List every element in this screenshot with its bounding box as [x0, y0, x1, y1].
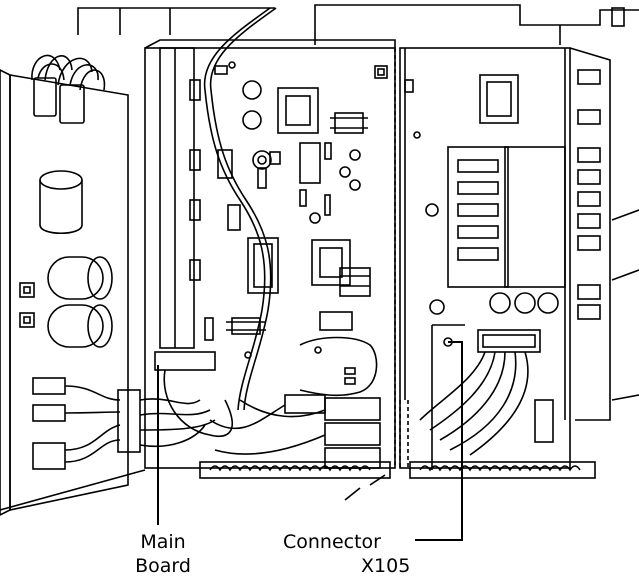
connector-label-line2: X105 [361, 555, 411, 577]
connector-label-line1: Connector [283, 531, 381, 553]
main-board-label: Main Board [118, 530, 208, 578]
board-divider [394, 48, 409, 468]
left-side-panel [0, 54, 216, 516]
main-board-label-line1: Main [140, 531, 186, 553]
power-supply-board [374, 47, 639, 470]
bottom-rails [0, 461, 596, 511]
chassis-top-frame [77, 4, 639, 45]
connector-x105-leader [415, 341, 463, 541]
main-board [144, 7, 396, 469]
connector-x105-label: Connector X105 [283, 530, 443, 578]
main-board-label-line2: Board [135, 555, 191, 577]
